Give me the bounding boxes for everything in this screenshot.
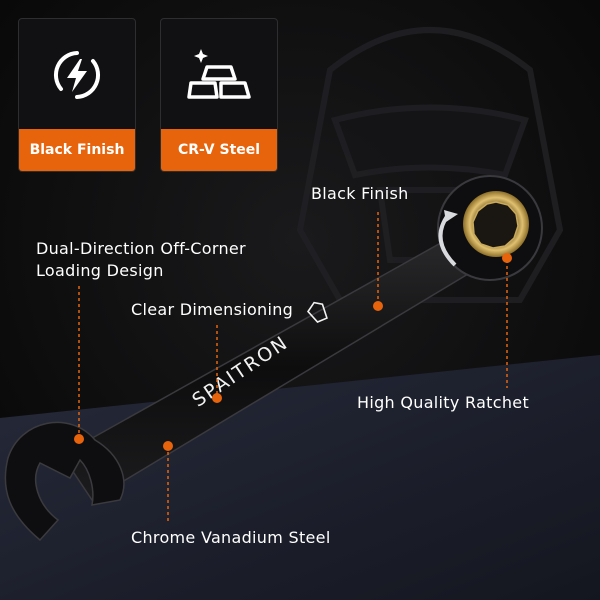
badge-label: Black Finish bbox=[19, 129, 135, 171]
ratchet-head bbox=[437, 175, 543, 281]
callout-high-quality-ratchet: High Quality Ratchet bbox=[357, 393, 530, 412]
callout-clear-dimensioning: Clear Dimensioning bbox=[131, 300, 294, 319]
brand-helmet-icon bbox=[307, 301, 328, 323]
dot-dual-direction bbox=[74, 434, 84, 444]
lightning-circle-icon bbox=[53, 51, 101, 99]
dot-chrome-vanadium bbox=[163, 441, 173, 451]
callout-black-finish: Black Finish bbox=[311, 184, 409, 203]
dot-black-finish bbox=[373, 301, 383, 311]
open-end-jaw bbox=[4, 421, 125, 542]
stacked-ingots-icon bbox=[187, 49, 251, 99]
badge-crv-steel: CR-V Steel bbox=[160, 18, 278, 172]
dot-clear-dimensioning bbox=[212, 393, 222, 403]
callout-dual-direction: Dual-Direction Off-Corner Loading Design bbox=[36, 239, 246, 280]
dot-high-quality-ratchet bbox=[502, 253, 512, 263]
badge-label: CR-V Steel bbox=[161, 129, 277, 171]
direction-arrow-icon bbox=[438, 213, 457, 267]
callout-chrome-vanadium: Chrome Vanadium Steel bbox=[131, 528, 331, 547]
helmet-watermark-icon bbox=[296, 27, 564, 303]
badge-black-finish: Black Finish bbox=[18, 18, 136, 172]
